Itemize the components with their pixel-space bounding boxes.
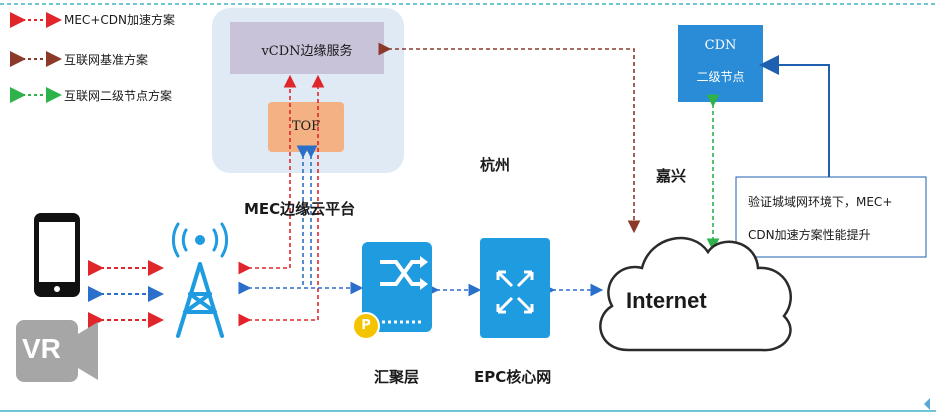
city-hangzhou: 杭州 [480,156,511,174]
cell-tower-icon [171,222,229,338]
router-icon [480,238,550,338]
mec-path-lower [238,74,325,327]
note-line2: CDN加速方案性能提升 [748,228,871,242]
baseline-path [378,42,641,234]
note-line1: 验证城域网环境下，MEC+ [748,195,893,209]
vr-camera-icon [16,320,98,382]
vcdn-box [230,22,384,74]
legend-label-base: 互联网基准方案 [64,53,149,67]
vcdn-label: vCDN边缘服务 [261,44,353,59]
note-box [735,176,927,258]
internet-label: Internet [626,288,707,313]
legend-label-second: 互联网二级节点方案 [64,89,173,103]
tof-label: TOF [291,119,321,134]
switch-icon [352,242,432,340]
legend-label-mec: MEC+CDN加速方案 [64,13,175,27]
epc-label: EPC核心网 [474,368,552,386]
smartphone-icon [34,213,80,297]
note-to-cdn-arrow [759,55,830,177]
vr-label: VR [22,333,61,364]
aggregation-label: 汇聚层 [374,368,420,386]
aggregation-badge: P [361,318,371,333]
corner-marker-icon [924,398,930,410]
cloud-icon [599,236,792,352]
cdn-node-line2: 二级节点 [696,70,745,84]
cdn-node-box [678,25,763,102]
platform-title: MEC边缘云平台 [244,200,356,218]
city-jiaxing: 嘉兴 [656,167,687,185]
cdn-node-line1: CDN [704,38,737,53]
